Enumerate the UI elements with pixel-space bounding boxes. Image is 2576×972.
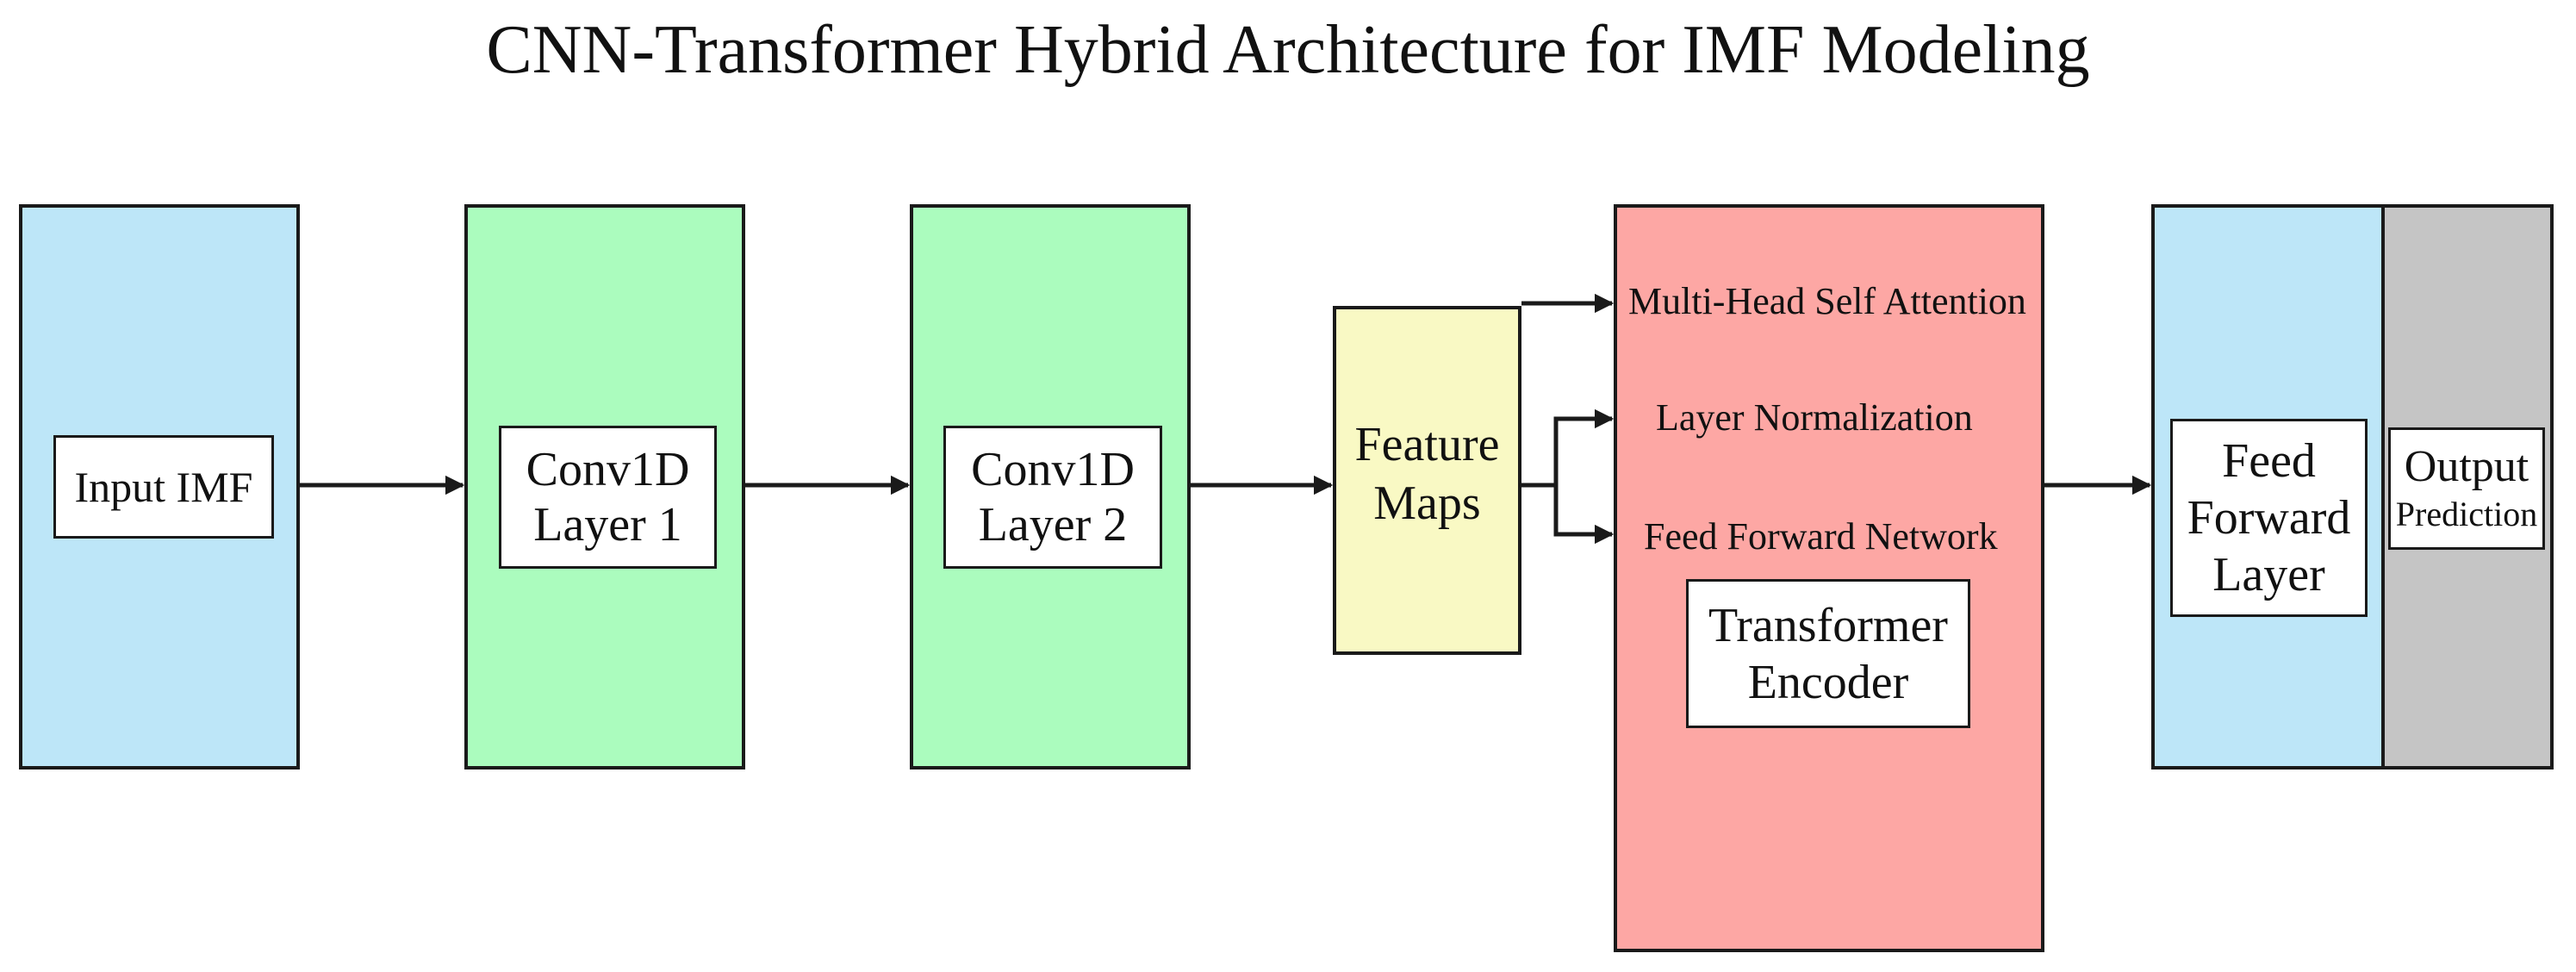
connector-branch-to-ffn bbox=[1553, 485, 1607, 537]
conv1-label: Conv1D Layer 1 bbox=[526, 443, 690, 551]
sublayer-multi-head-self-attention: Multi-Head Self Attention bbox=[1628, 280, 2026, 322]
feed-forward-label: Feed Forward Layer bbox=[2187, 434, 2351, 601]
input-label: Input IMF bbox=[74, 463, 253, 511]
sublayer-layer-normalization: Layer Normalization bbox=[1656, 396, 1973, 439]
diagram-title: CNN-Transformer Hybrid Architecture for … bbox=[486, 12, 2090, 88]
transformer-block bbox=[1614, 204, 2044, 952]
sublayer-feed-forward-network: Feed Forward Network bbox=[1644, 515, 1998, 558]
feature-maps-label: Feature Maps bbox=[1354, 418, 1500, 530]
output-sublabel: Prediction bbox=[2395, 495, 2538, 533]
output-label: Output bbox=[2404, 442, 2529, 491]
transformer-label-box: Transformer Encoder bbox=[1686, 579, 1970, 728]
connector-feature-maps-branch bbox=[1521, 416, 1612, 488]
output-label-box: Output Prediction bbox=[2388, 427, 2545, 550]
feed-forward-label-box: Feed Forward Layer bbox=[2170, 419, 2368, 617]
conv2-label-box: Conv1D Layer 2 bbox=[943, 426, 1162, 569]
input-label-box: Input IMF bbox=[53, 435, 274, 539]
transformer-label: Transformer Encoder bbox=[1708, 598, 1948, 709]
conv2-label: Conv1D Layer 2 bbox=[971, 443, 1135, 551]
feature-maps-block bbox=[1333, 306, 1521, 655]
conv1-label-box: Conv1D Layer 1 bbox=[499, 426, 717, 569]
